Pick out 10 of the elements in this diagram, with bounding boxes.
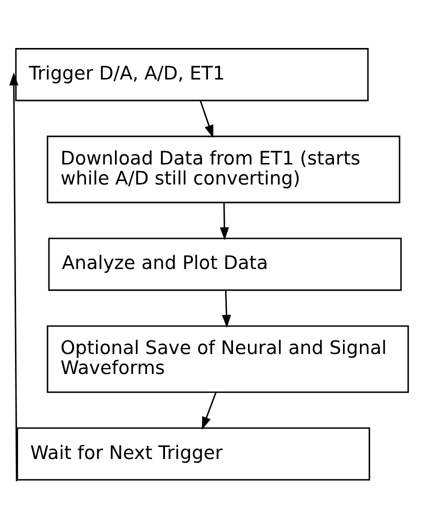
arrow	[222, 290, 232, 328]
node-box: Optional Save of Neural and Signal Waveforms	[46, 324, 409, 392]
arrow	[200, 100, 214, 138]
arrow	[220, 202, 229, 240]
arrow	[202, 391, 217, 430]
node-box: Download Data from ET1 (starts while A/D still converting)	[46, 135, 400, 203]
node-box: Analyze and Plot Data	[48, 237, 402, 290]
arrow	[9, 72, 18, 481]
node-box: Trigger D/A, A/D, ET1	[15, 48, 369, 101]
node-box: Wait for Next Trigger	[16, 426, 370, 480]
